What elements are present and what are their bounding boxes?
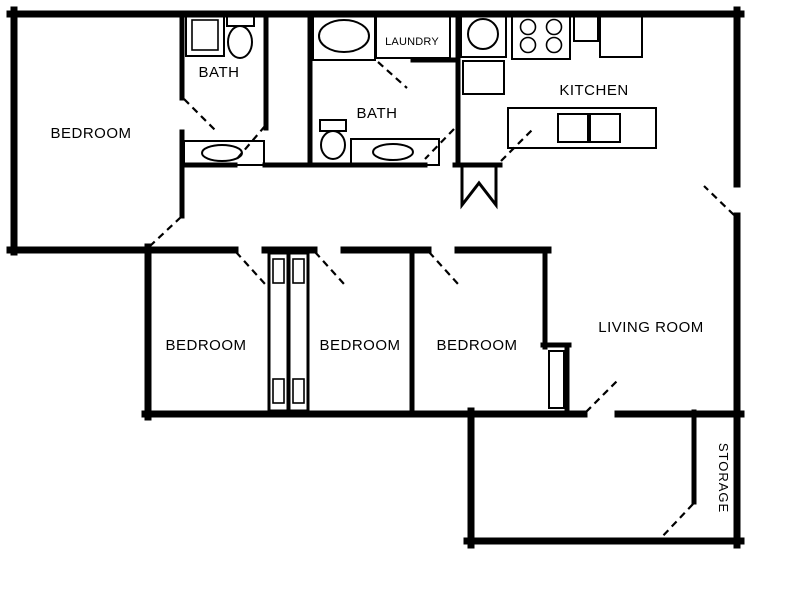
room-label-bedroom3: BEDROOM <box>319 337 400 354</box>
counter-icon <box>573 12 599 42</box>
door-storage <box>659 503 694 540</box>
door-bedroom4 <box>428 251 459 285</box>
kitchen-entry-fork <box>460 165 498 210</box>
shower-basin-icon <box>191 19 219 51</box>
room-label-bath2: BATH <box>357 105 398 122</box>
refrigerator-icon <box>599 12 643 58</box>
stove-icon <box>511 12 571 60</box>
door-laundry <box>377 61 408 89</box>
toilet-icon <box>227 25 253 59</box>
door-living-to-patio <box>585 380 618 413</box>
closet-bedroom2 <box>267 251 290 413</box>
pantry-icon <box>462 60 505 95</box>
burner-icon <box>545 18 563 36</box>
door-master-bedroom <box>149 216 182 247</box>
door-bedroom2 <box>235 251 266 285</box>
closet-bedroom4 <box>548 350 565 409</box>
kitchen-sink-right-icon <box>589 113 621 143</box>
closet-shelf-icon <box>272 258 285 284</box>
room-label-laundry: LAUNDRY <box>385 36 439 48</box>
closet-shelf-icon <box>292 258 305 284</box>
bathtub-basin-icon <box>318 19 370 53</box>
utility-sink-icon <box>467 18 499 50</box>
door-kitchen <box>500 129 533 162</box>
room-labels: BEDROOM BATH BATH LAUNDRY KITCHEN BEDROO… <box>50 36 731 513</box>
sink-icon <box>201 144 243 162</box>
burner-icon <box>519 18 537 36</box>
outer-walls <box>6 6 745 549</box>
washer-dryer-icon <box>375 14 451 59</box>
vanity-counter-icon <box>183 140 265 166</box>
closet-bedroom3 <box>287 251 310 413</box>
shower-icon <box>185 13 225 57</box>
room-label-bath1: BATH <box>199 64 240 81</box>
room-label-kitchen: KITCHEN <box>559 82 628 99</box>
room-label-bedroom4: BEDROOM <box>436 337 517 354</box>
bath1-fixtures <box>183 13 265 166</box>
kitchen-fixtures <box>460 12 657 149</box>
toilet-icon <box>320 130 346 160</box>
door-swings <box>149 61 735 540</box>
bath2-fixtures <box>312 12 451 166</box>
closet-shelf-icon <box>272 378 285 404</box>
kitchen-sink-left-icon <box>557 113 589 143</box>
burner-icon <box>545 36 563 54</box>
vanity-counter-icon <box>350 138 440 166</box>
door-entry <box>703 185 735 216</box>
sink-icon <box>372 143 414 161</box>
door-master-to-bath1 <box>183 98 216 131</box>
burner-icon <box>519 36 537 54</box>
room-label-bedroom2: BEDROOM <box>165 337 246 354</box>
room-label-master-bedroom: BEDROOM <box>50 125 131 142</box>
closet-shelf-icon <box>292 378 305 404</box>
toilet-tank-icon <box>319 119 347 132</box>
room-label-living-room: LIVING ROOM <box>598 319 704 336</box>
door-bedroom3 <box>314 251 345 285</box>
door-bath2 <box>424 128 455 160</box>
utility-sink-counter-icon <box>460 12 507 58</box>
kitchen-counter-icon <box>507 107 657 149</box>
closets <box>267 251 565 413</box>
room-label-storage: STORAGE <box>716 443 731 513</box>
